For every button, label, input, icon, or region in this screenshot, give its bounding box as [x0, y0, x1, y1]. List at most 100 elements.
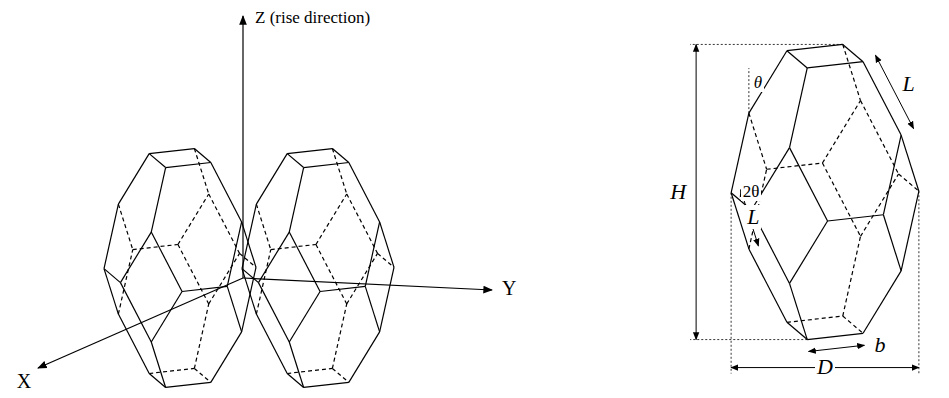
cell-edge — [901, 191, 919, 271]
cell-edge — [316, 194, 347, 245]
cell-edge — [287, 368, 332, 373]
cell-edge — [863, 62, 901, 135]
cell-edge — [287, 154, 303, 168]
cell-edge — [256, 154, 287, 205]
cell-edge — [749, 249, 787, 322]
cell-edge — [209, 253, 240, 304]
cell-edge — [822, 163, 860, 236]
cell-edge — [242, 204, 256, 268]
extension-line — [690, 44, 843, 45]
cell-edge — [347, 194, 378, 253]
cell-edge — [194, 304, 208, 368]
axis-arrow — [242, 16, 243, 278]
kelvin-cell — [731, 44, 919, 339]
cell-edge — [883, 135, 901, 215]
cell-edge — [118, 314, 149, 373]
cell-edge — [242, 267, 256, 331]
cell-edge — [883, 215, 901, 271]
cell-edge — [863, 271, 901, 333]
cell-edge — [807, 62, 863, 68]
cell-edge — [271, 245, 316, 250]
cell-edge — [120, 232, 151, 283]
cell-edge — [104, 269, 120, 283]
cell-edge — [151, 232, 182, 291]
cell-edge — [861, 174, 899, 236]
cell-edge — [289, 291, 320, 342]
cell-edge — [227, 286, 241, 331]
cell-edge — [843, 236, 861, 316]
cell-edge — [316, 245, 347, 304]
dimension-label: D — [815, 355, 835, 379]
angle-label: 2θ — [741, 183, 762, 202]
cell-edge — [731, 113, 749, 193]
extension-line — [918, 191, 919, 373]
cell-edge — [178, 194, 209, 245]
dimension-arrow — [696, 44, 697, 339]
cell-edge — [790, 148, 828, 221]
axis-label: Z (rise direction) — [253, 9, 372, 28]
cell-edge — [242, 269, 258, 283]
cell-edge — [211, 332, 242, 383]
cell-edge — [287, 149, 332, 154]
axis-group — [38, 16, 492, 368]
cell-edge — [861, 101, 899, 174]
dimension-arrow — [809, 345, 865, 351]
cell-edge — [380, 267, 394, 331]
cell-edge — [349, 162, 380, 221]
cell-edge — [133, 245, 178, 250]
cell-edge — [182, 286, 227, 291]
cell-edge — [304, 382, 349, 387]
cell-edge — [365, 286, 379, 331]
cell-edge — [787, 316, 843, 322]
cell-edge — [843, 316, 863, 333]
cell-edge — [118, 154, 149, 205]
cell-edge — [256, 204, 270, 249]
dimension-group — [690, 44, 919, 373]
cell-edge — [901, 135, 919, 191]
cell-edge — [194, 368, 210, 382]
cell-edge — [332, 304, 346, 368]
cell-group — [104, 44, 919, 387]
axis-label: Y — [500, 277, 518, 299]
dimension-label: H — [668, 180, 688, 204]
cell-edge — [843, 44, 861, 100]
cell-edge — [149, 368, 194, 373]
axis-label: X — [15, 370, 33, 392]
dimension-label: b — [872, 333, 887, 357]
cell-edge — [787, 51, 807, 68]
cell-edge — [790, 283, 808, 339]
cell-edge — [211, 162, 242, 221]
cell-edge — [807, 333, 863, 339]
kelvin-cell — [242, 149, 394, 388]
cell-edge — [822, 101, 860, 163]
cell-edge — [151, 168, 165, 232]
cell-edge — [209, 194, 240, 253]
cell-edge — [289, 232, 320, 291]
dimension-label: L — [745, 205, 761, 229]
cell-edge — [194, 149, 210, 163]
cell-edge — [843, 44, 863, 61]
cell-edge — [790, 68, 808, 148]
cell-edge — [347, 253, 378, 304]
kelvin-cell — [104, 149, 256, 388]
cell-edge — [118, 204, 132, 249]
cell-edge — [304, 162, 349, 167]
extension-line — [748, 68, 749, 113]
cell-edge — [149, 154, 165, 168]
cell-edge — [166, 382, 211, 387]
cell-edge — [749, 113, 767, 169]
cell-edge — [790, 221, 828, 283]
cell-edge — [120, 283, 151, 342]
cell-edge — [365, 222, 379, 286]
cell-edge — [256, 314, 287, 373]
axis-arrow — [243, 278, 492, 290]
cell-edge — [332, 149, 348, 163]
cell-edge — [332, 368, 348, 382]
cell-edge — [227, 222, 241, 286]
cell-edge — [380, 222, 394, 267]
cell-edge — [104, 204, 118, 268]
cell-edge — [166, 162, 211, 167]
